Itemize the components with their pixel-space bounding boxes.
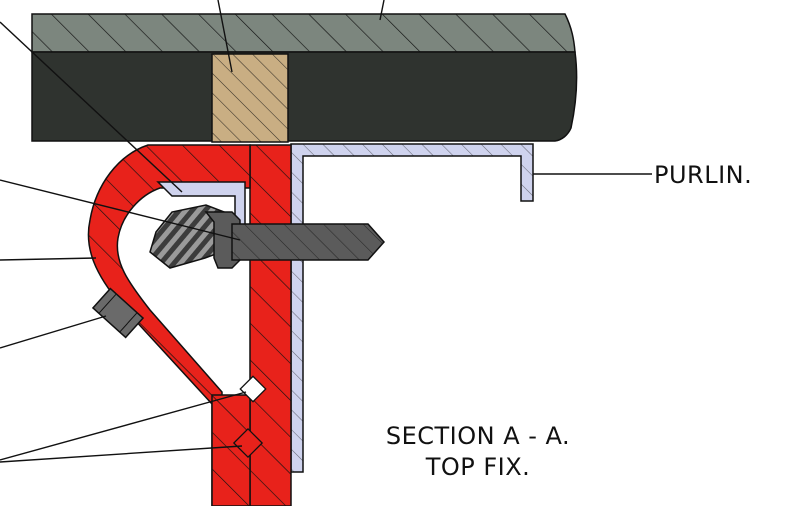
nut-bolt [91, 287, 145, 339]
deck-panel [31, 13, 578, 142]
leader-slot-upper [0, 391, 247, 461]
leader-clip [0, 257, 97, 261]
purlin-label: PURLIN. [654, 161, 752, 189]
leader-deck [379, 0, 385, 21]
deck-top-hatch [32, 14, 575, 52]
timber-block [211, 53, 289, 143]
clip-slot-lower [232, 427, 264, 459]
purlin-angle [290, 143, 534, 473]
leader-screw [0, 179, 241, 241]
section-subtitle: TOP FIX. [425, 453, 531, 481]
leader-lines [0, 0, 652, 463]
leader-slot-lower [0, 445, 243, 463]
leader-nut [0, 315, 107, 349]
deck-body [31, 51, 578, 142]
clip-slot-upper [239, 375, 267, 403]
fastener-screw [149, 204, 386, 269]
leader-purlin-lip [0, 21, 183, 193]
section-title: SECTION A - A. [386, 422, 570, 450]
leader-timber [217, 0, 233, 73]
